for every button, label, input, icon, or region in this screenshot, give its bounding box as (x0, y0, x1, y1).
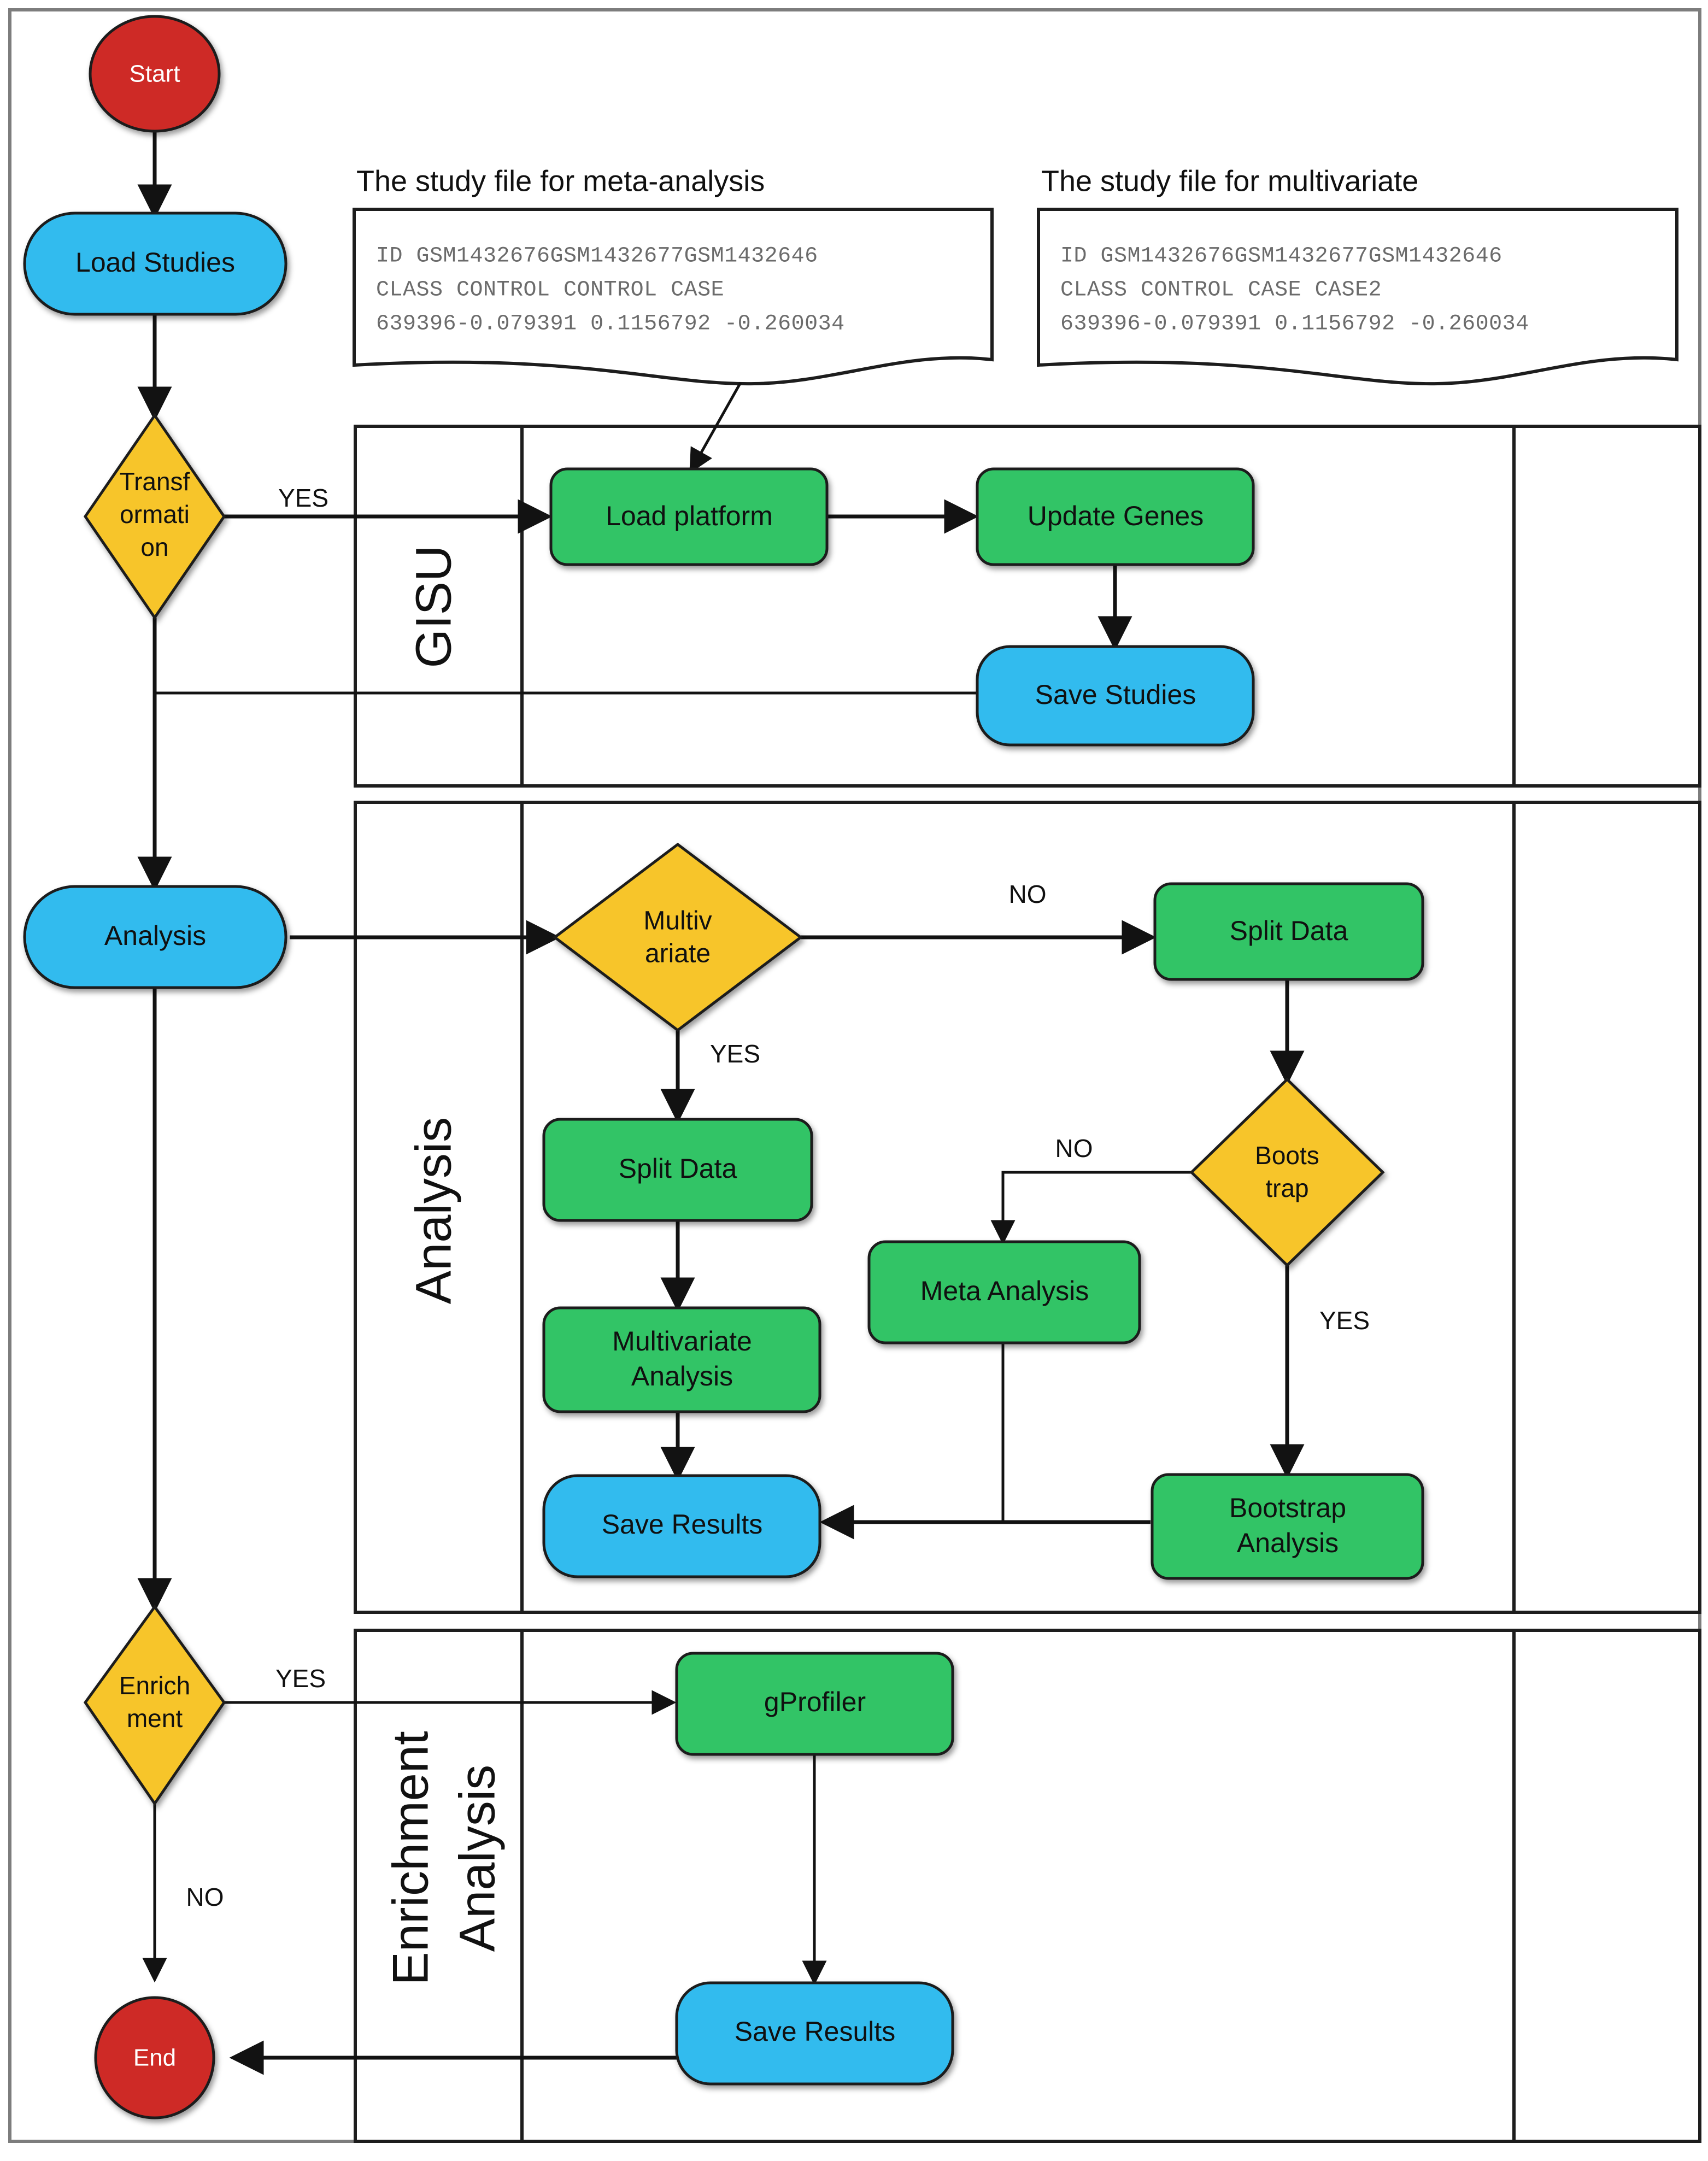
node-bootstrap-analysis[interactable]: Bootstrap Analysis (1151, 1473, 1424, 1580)
edge-label-multivariate-no: NO (1009, 880, 1047, 908)
node-gprofiler-label: gProfiler (764, 1687, 866, 1717)
node-bootstrap-decision-shape[interactable] (1189, 1077, 1385, 1267)
node-end-shape[interactable] (94, 1996, 215, 2119)
node-update-genes-shape[interactable] (976, 467, 1255, 566)
node-end[interactable]: End (94, 1996, 215, 2119)
swimlane-enrichment-label-line1: Enrichment (383, 1731, 438, 1985)
connectors (137, 118, 1305, 2075)
swimlane-enrichment-label-line2: Analysis (449, 1765, 505, 1952)
swimlane-analysis: Analysis (354, 801, 1701, 1614)
node-transformation-shape[interactable] (83, 413, 226, 620)
edge-label-transformation-yes: YES (278, 484, 328, 512)
edge-label-bootstrap-no: NO (1055, 1134, 1093, 1162)
edge-bootstrap-no-to-meta-analysis (990, 1171, 1192, 1245)
edge-label-enrichment-yes: YES (275, 1664, 326, 1693)
node-save-results-analysis-label: Save Results (602, 1509, 763, 1540)
node-meta-analysis-label: Meta Analysis (920, 1276, 1089, 1306)
node-save-results-enrichment-label: Save Results (735, 2016, 896, 2047)
node-save-results-analysis[interactable]: Save Results (542, 1474, 821, 1578)
node-analysis-shape[interactable] (23, 885, 287, 989)
node-split-data-left-shape[interactable] (542, 1118, 813, 1222)
node-save-results-enrichment-shape[interactable] (675, 1981, 954, 2086)
node-gprofiler-shape[interactable] (675, 1652, 954, 1756)
node-transformation-label-line3: on (140, 533, 168, 561)
node-multivariate-analysis[interactable]: Multivariate Analysis (542, 1306, 821, 1413)
node-analysis-label: Analysis (104, 920, 206, 951)
swimlane-analysis-label: Analysis (406, 1117, 461, 1305)
node-multivariate-analysis-label-line1: Multivariate (612, 1326, 752, 1357)
node-load-studies-label: Load Studies (75, 247, 235, 278)
node-bootstrap-decision-label-line1: Boots (1255, 1141, 1319, 1170)
node-load-studies-shape[interactable] (23, 212, 287, 316)
doc-multi-line-2: CLASS CONTROL CASE CASE2 (1060, 278, 1382, 303)
node-meta-analysis[interactable]: Meta Analysis (867, 1240, 1141, 1344)
node-bootstrap-decision-label-line2: trap (1265, 1174, 1308, 1202)
node-gprofiler[interactable]: gProfiler (675, 1652, 954, 1756)
node-multivariate-label-line1: Multiv (643, 907, 712, 936)
node-save-results-analysis-shape[interactable] (542, 1474, 821, 1578)
document-multivariate: The study file for multivariate ID GSM14… (1037, 165, 1678, 386)
node-start-label: Start (130, 61, 180, 87)
node-enrichment-shape[interactable] (83, 1604, 226, 1806)
swimlane-gisu-label: GISU (406, 545, 461, 668)
node-update-genes-label: Update Genes (1028, 501, 1204, 531)
node-load-studies[interactable]: Load Studies (23, 212, 287, 316)
document-meta-analysis: The study file for meta-analysis ID GSM1… (353, 165, 994, 386)
node-multivariate-analysis-label-line2: Analysis (631, 1361, 733, 1391)
doc-multi-line-1: ID GSM1432676GSM1432677GSM1432646 (1060, 244, 1502, 269)
doc-multi-title: The study file for multivariate (1041, 165, 1418, 197)
node-update-genes[interactable]: Update Genes (976, 467, 1255, 566)
node-split-data-left[interactable]: Split Data (542, 1118, 813, 1222)
node-bootstrap-analysis-label-line2: Analysis (1237, 1528, 1339, 1558)
swimlane-enrichment-right-col (1512, 1629, 1701, 2143)
node-save-studies[interactable]: Save Studies (976, 645, 1255, 747)
swimlane-gisu-right-col (1512, 425, 1701, 788)
swimlane-gisu-box (354, 425, 1516, 788)
node-enrichment-label-line1: Enrich (119, 1671, 190, 1700)
node-multivariate-label-line2: ariate (645, 939, 711, 968)
node-save-results-enrichment[interactable]: Save Results (675, 1981, 954, 2086)
node-start[interactable]: Start (89, 15, 221, 133)
node-enrichment[interactable]: Enrich ment (83, 1604, 226, 1806)
edge-doc-to-load-platform (689, 381, 742, 474)
node-start-shape[interactable] (89, 15, 221, 133)
node-split-data-right-label: Split Data (1230, 915, 1348, 946)
node-load-platform[interactable]: Load platform (549, 467, 829, 566)
node-load-platform-label: Load platform (606, 501, 773, 531)
node-load-platform-shape[interactable] (549, 467, 829, 566)
node-save-studies-shape[interactable] (976, 645, 1255, 747)
swimlane-gisu: GISU (354, 425, 1701, 788)
doc-multi-line-3: 639396-0.079391 0.1156792 -0.260034 (1060, 312, 1529, 337)
doc-meta-line-1: ID GSM1432676GSM1432677GSM1432646 (376, 244, 818, 269)
edge-label-enrichment-no: NO (186, 1883, 224, 1911)
node-transformation[interactable]: Transf ormati on (83, 413, 226, 620)
node-bootstrap-analysis-label-line1: Bootstrap (1229, 1493, 1346, 1523)
node-transformation-label-line2: ormati (120, 500, 190, 528)
node-multivariate[interactable]: Multiv ariate (552, 842, 803, 1032)
swimlane-analysis-right-col (1512, 801, 1701, 1614)
node-analysis[interactable]: Analysis (23, 885, 287, 989)
node-split-data-left-label: Split Data (619, 1153, 737, 1184)
doc-meta-line-2: CLASS CONTROL CONTROL CASE (376, 278, 724, 303)
node-bootstrap-decision[interactable]: Boots trap (1189, 1077, 1385, 1267)
doc-multi-shape (1037, 208, 1678, 386)
node-split-data-right-shape[interactable] (1153, 882, 1424, 981)
node-enrichment-label-line2: ment (127, 1704, 183, 1733)
edge-label-bootstrap-yes: YES (1319, 1306, 1370, 1335)
node-save-studies-label: Save Studies (1035, 679, 1196, 710)
node-bootstrap-analysis-shape[interactable] (1151, 1473, 1424, 1580)
node-multivariate-shape[interactable] (552, 842, 803, 1032)
swimlane-enrichment: Enrichment Analysis (354, 1629, 1701, 2143)
doc-meta-title: The study file for meta-analysis (356, 165, 765, 197)
doc-meta-line-3: 639396-0.079391 0.1156792 -0.260034 (376, 312, 845, 337)
edge-label-multivariate-yes: YES (710, 1040, 760, 1068)
node-meta-analysis-shape[interactable] (867, 1240, 1141, 1344)
node-transformation-label-line1: Transf (120, 467, 190, 496)
node-split-data-right[interactable]: Split Data (1153, 882, 1424, 981)
node-end-label: End (133, 2045, 176, 2071)
node-multivariate-analysis-shape[interactable] (542, 1306, 821, 1413)
